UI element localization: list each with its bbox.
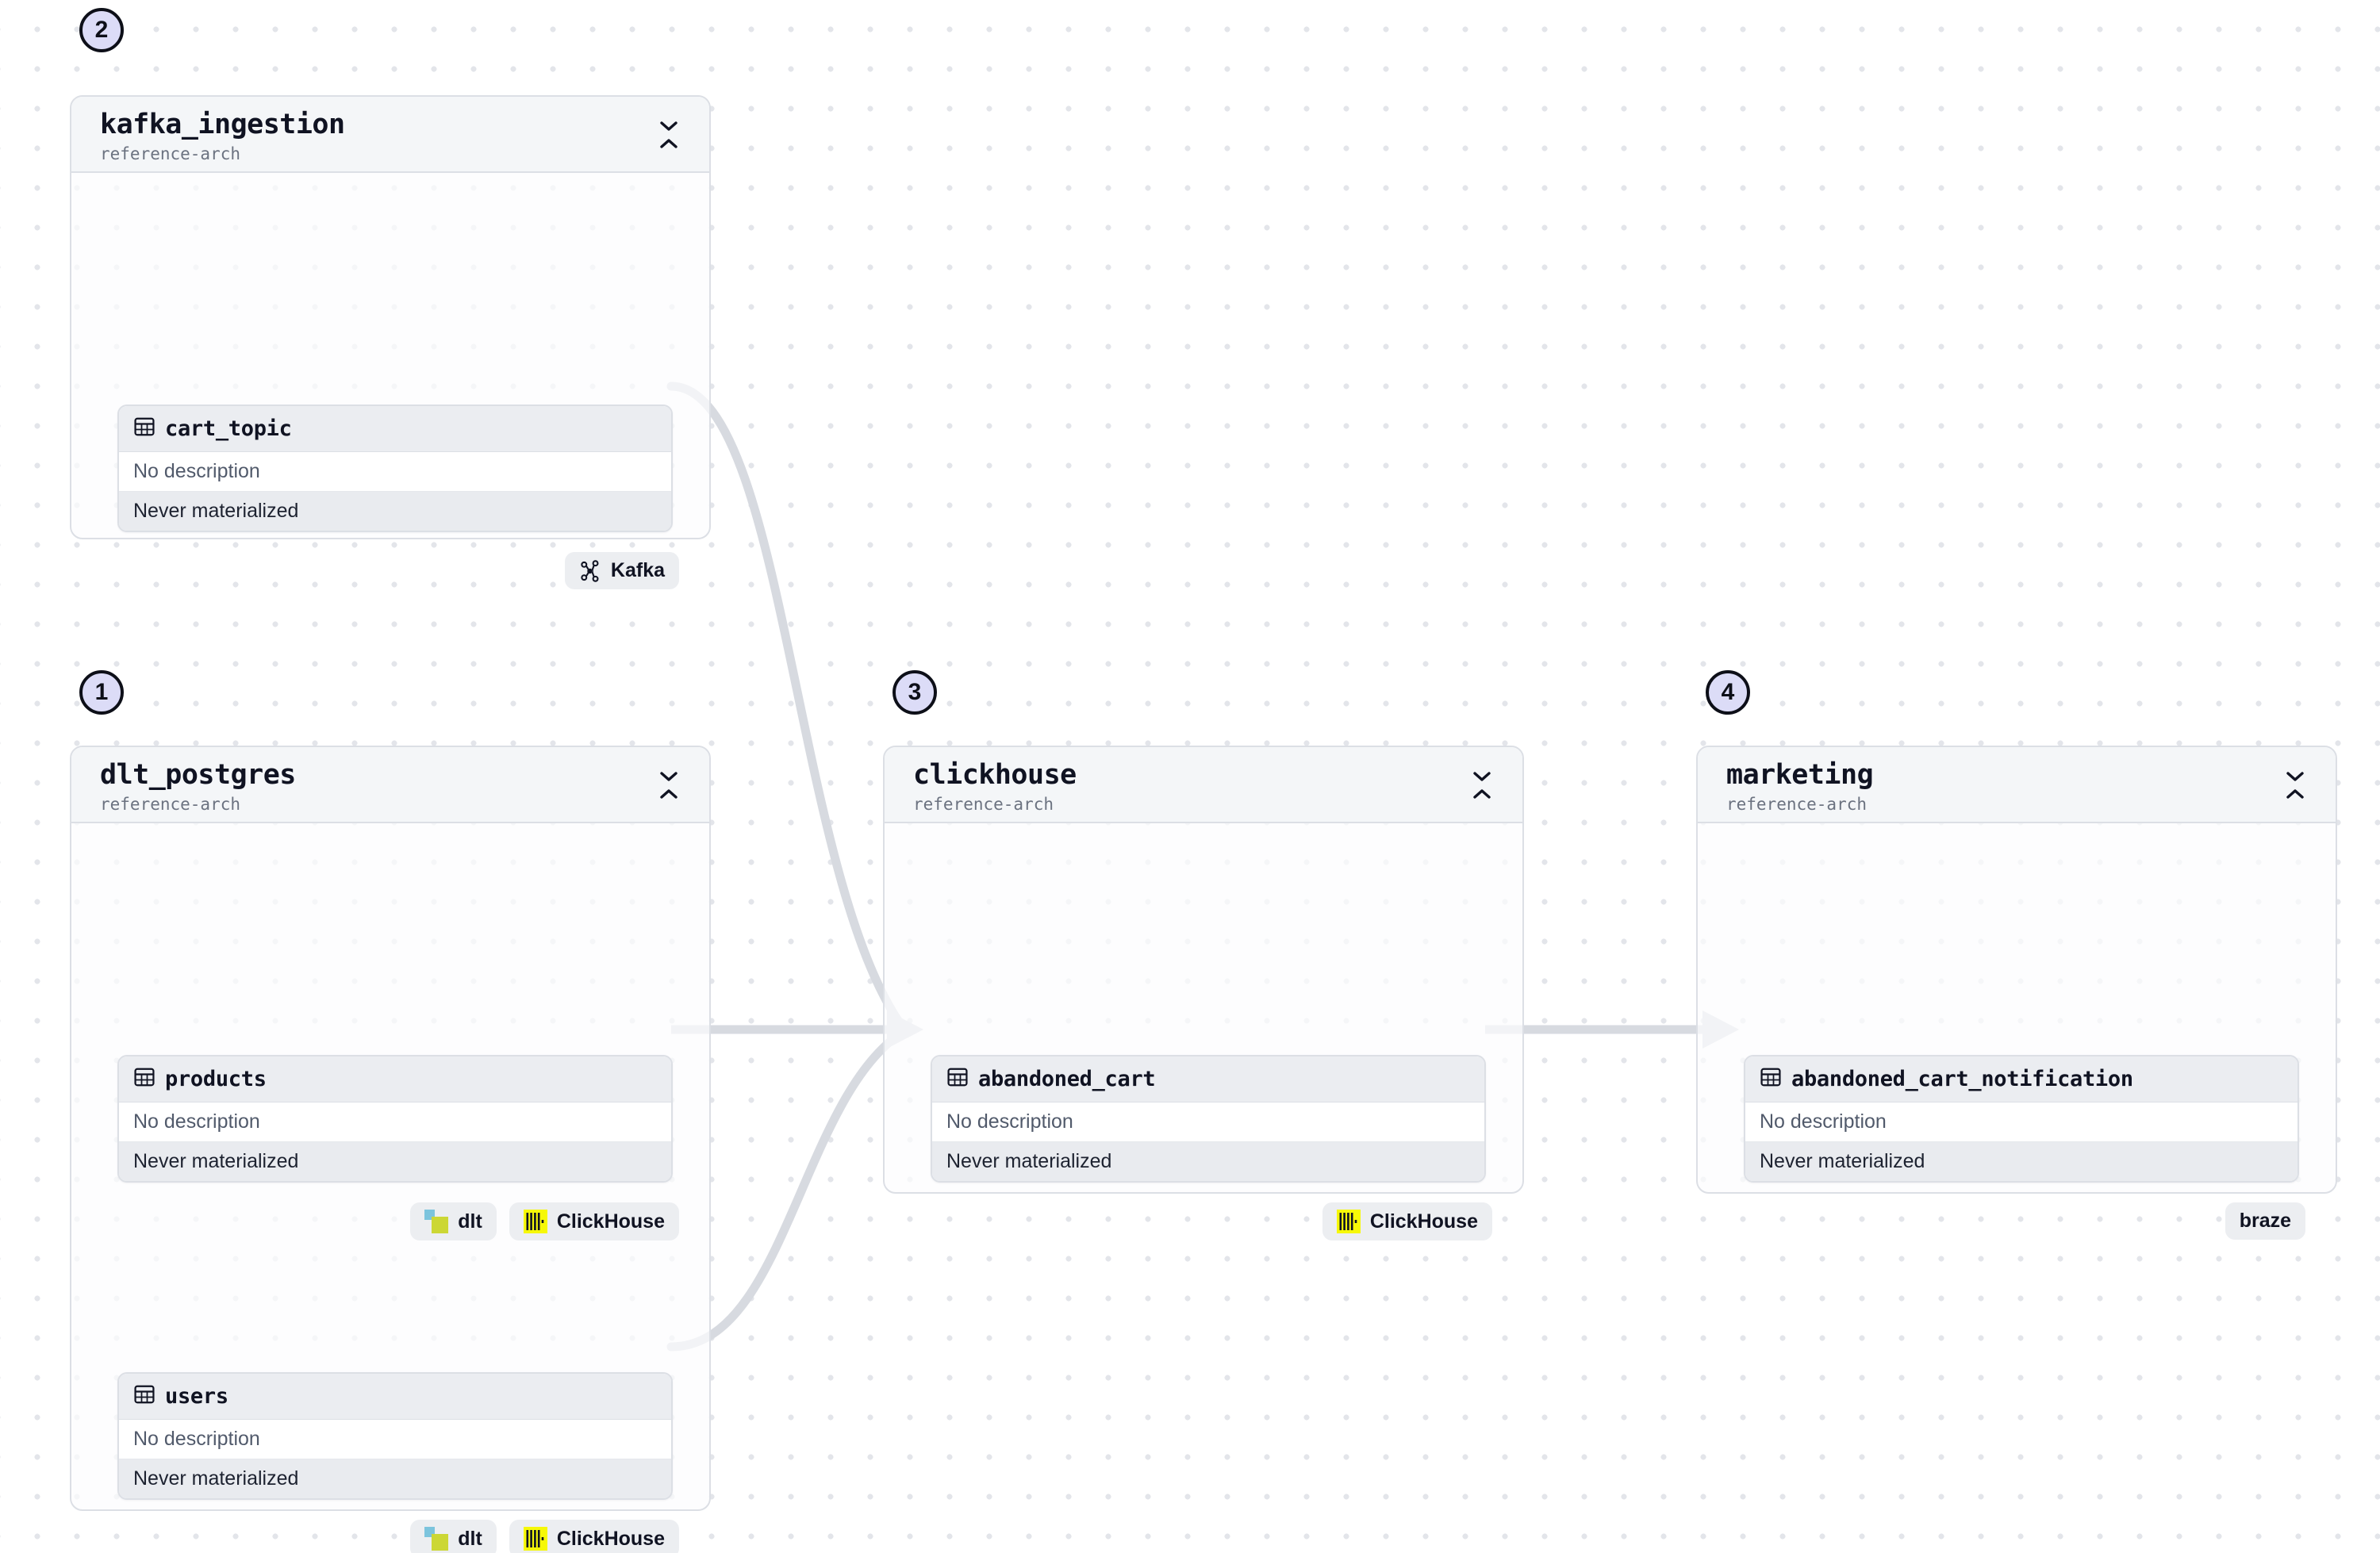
group-subtitle: reference-arch (913, 794, 1054, 814)
table-node-header: users (119, 1374, 671, 1420)
integration-pill-dlt[interactable]: dlt (410, 1520, 497, 1553)
step-badge-4: 4 (1706, 670, 1750, 715)
collapse-vertical-icon[interactable] (655, 769, 682, 801)
group-title: marketing (1726, 759, 1874, 791)
integration-pill-clickhouse[interactable]: ClickHouse (509, 1202, 679, 1240)
integration-pill-label: braze (2239, 1210, 2291, 1232)
table-icon (1760, 1066, 1782, 1092)
table-node-cart_topic[interactable]: cart_topic No description Never material… (117, 405, 673, 532)
dlt-icon (424, 1210, 449, 1233)
table-node-header: abandoned_cart (932, 1056, 1484, 1102)
table-node-header: cart_topic (119, 406, 671, 452)
integration-pill-row: dlt ClickHouse (410, 1520, 679, 1553)
group-header-clickhouse: clickhouse reference-arch (885, 747, 1522, 823)
table-node-status: Never materialized (119, 1459, 671, 1498)
table-node-abandoned_cart_notification[interactable]: abandoned_cart_notification No descripti… (1744, 1055, 2299, 1183)
integration-pill-label: ClickHouse (556, 1527, 665, 1550)
integration-pill-label: dlt (458, 1210, 482, 1233)
table-node-title: products (165, 1067, 267, 1091)
dlt-icon (424, 1527, 449, 1551)
integration-pill-clickhouse[interactable]: ClickHouse (1322, 1202, 1492, 1240)
table-node-products[interactable]: products No description Never materializ… (117, 1055, 673, 1183)
table-icon (133, 1383, 155, 1409)
table-node-status: Never materialized (1745, 1142, 2297, 1181)
integration-pill-row: Kafka (564, 552, 679, 589)
group-title: clickhouse (913, 759, 1077, 791)
integration-pill-row: braze (2225, 1202, 2305, 1240)
step-badge-1: 1 (79, 670, 124, 715)
kafka-icon (579, 559, 601, 582)
table-node-title: users (165, 1384, 228, 1409)
integration-pill-label: ClickHouse (1369, 1210, 1478, 1233)
integration-pill-label: Kafka (610, 559, 665, 581)
group-header-marketing: marketing reference-arch (1698, 747, 2336, 823)
table-node-description: No description (119, 1420, 671, 1459)
group-card-clickhouse[interactable]: clickhouse reference-arch (883, 746, 1524, 1240)
integration-pill-row: dlt ClickHouse (410, 1202, 679, 1240)
step-badge-3: 3 (892, 670, 937, 715)
clickhouse-icon (523, 1210, 547, 1233)
table-node-status: Never materialized (932, 1142, 1484, 1181)
integration-pill-label: ClickHouse (556, 1210, 665, 1233)
integration-pill-dlt[interactable]: dlt (410, 1202, 497, 1240)
integration-pill-kafka[interactable]: Kafka (564, 552, 679, 589)
collapse-vertical-icon[interactable] (1468, 769, 1495, 801)
table-icon (133, 1066, 155, 1092)
group-title: dlt_postgres (100, 759, 296, 791)
table-node-status: Never materialized (119, 1142, 671, 1181)
integration-pill-clickhouse[interactable]: ClickHouse (509, 1520, 679, 1553)
clickhouse-icon (523, 1527, 547, 1551)
group-subtitle: reference-arch (1726, 794, 1868, 814)
table-icon (946, 1066, 969, 1092)
group-header-kafka_ingestion: kafka_ingestion reference-arch (71, 97, 709, 173)
table-node-description: No description (119, 1102, 671, 1142)
group-card-dlt_postgres[interactable]: dlt_postgres reference-arch (70, 746, 711, 1553)
table-node-abandoned_cart[interactable]: abandoned_cart No description Never mate… (931, 1055, 1486, 1183)
table-node-header: abandoned_cart_notification (1745, 1056, 2297, 1102)
table-node-title: cart_topic (165, 416, 292, 441)
clickhouse-icon (1336, 1210, 1361, 1233)
collapse-vertical-icon[interactable] (655, 119, 682, 151)
table-node-title: abandoned_cart_notification (1791, 1067, 2133, 1091)
table-node-status: Never materialized (119, 492, 671, 531)
integration-pill-label: dlt (458, 1527, 482, 1550)
group-subtitle: reference-arch (100, 794, 241, 814)
collapse-vertical-icon[interactable] (2282, 769, 2309, 801)
table-node-description: No description (1745, 1102, 2297, 1142)
table-node-description: No description (932, 1102, 1484, 1142)
table-icon (133, 416, 155, 442)
group-header-dlt_postgres: dlt_postgres reference-arch (71, 747, 709, 823)
group-card-marketing[interactable]: marketing reference-arch (1696, 746, 2337, 1240)
integration-pill-braze[interactable]: braze (2225, 1202, 2305, 1240)
table-node-title: abandoned_cart (978, 1067, 1156, 1091)
table-node-users[interactable]: users No description Never materialized (117, 1372, 673, 1500)
group-title: kafka_ingestion (100, 109, 345, 140)
group-card-kafka_ingestion[interactable]: kafka_ingestion reference-arch (70, 95, 711, 589)
step-badge-2: 2 (79, 8, 124, 52)
group-subtitle: reference-arch (100, 144, 241, 163)
table-node-description: No description (119, 452, 671, 492)
integration-pill-row: ClickHouse (1322, 1202, 1492, 1240)
table-node-header: products (119, 1056, 671, 1102)
